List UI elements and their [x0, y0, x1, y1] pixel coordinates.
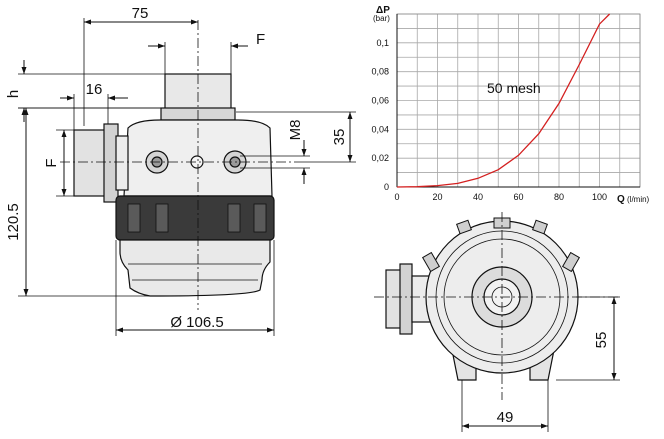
series-line-50-mesh [396, 13, 611, 188]
chart-grid [396, 13, 641, 188]
dim-thread-f-left: F [43, 158, 60, 167]
top-view: 55 49 [374, 212, 620, 432]
y-axis-symbol: ΔP [376, 5, 390, 16]
pressure-drop-chart: 0 20 40 60 80 100 0 0,02 0,04 0,06 0,08 0,1 ΔP (bar… [371, 5, 649, 205]
top-view-lug [532, 219, 548, 235]
y-axis-unit: (bar) [373, 14, 390, 23]
y-tick-label: 0 [384, 182, 389, 192]
y-tick-label: 0,04 [371, 124, 389, 134]
x-tick-label: 60 [513, 192, 523, 202]
right-bolt [223, 150, 247, 174]
x-tick-label: 100 [592, 192, 607, 202]
dim-55: 55 [593, 332, 610, 349]
dim-75: 75 [132, 5, 149, 22]
dim-120-5: 120.5 [5, 203, 22, 241]
y-tick-label: 0,02 [371, 153, 389, 163]
chart-ticks: 0 20 40 60 80 100 0 0,02 0,04 0,06 0,08 0,1 [371, 38, 607, 202]
left-inlet-neck [115, 135, 129, 191]
top-view-inlet-nut [399, 263, 413, 335]
series-annotation: 50 mesh [487, 80, 541, 96]
y-tick-label: 0,1 [376, 38, 389, 48]
dim-thread-f-top: F [256, 31, 265, 48]
filter-bowl [119, 239, 271, 297]
chart-axes [396, 13, 641, 188]
x-tick-label: 0 [394, 192, 399, 202]
dim-35: 35 [331, 129, 348, 146]
x-tick-label: 20 [432, 192, 442, 202]
clamp-ring-groove [227, 203, 241, 233]
dim-diameter: Ø 106.5 [170, 314, 223, 331]
x-axis-unit: (l/min) [627, 195, 650, 204]
clamp-ring-groove [155, 203, 169, 233]
clamp-ring-groove [127, 203, 141, 233]
y-tick-label: 0,06 [371, 96, 389, 106]
front-view: 75 F h 16 F [5, 5, 356, 336]
clamp-ring-groove [253, 203, 267, 233]
left-inlet-thread [73, 129, 109, 197]
dim-h: h [5, 90, 22, 98]
x-tick-label: 40 [473, 192, 483, 202]
x-tick-label: 80 [554, 192, 564, 202]
chart-series [396, 13, 611, 188]
dim-49: 49 [497, 409, 514, 426]
y-tick-label: 0,08 [371, 67, 389, 77]
top-view-lug [561, 251, 581, 273]
x-axis-symbol: Q [617, 194, 625, 205]
top-view-lug [421, 251, 441, 273]
dim-m8: M8 [287, 120, 304, 141]
top-view-lug [456, 219, 472, 235]
dim-16: 16 [86, 81, 103, 98]
